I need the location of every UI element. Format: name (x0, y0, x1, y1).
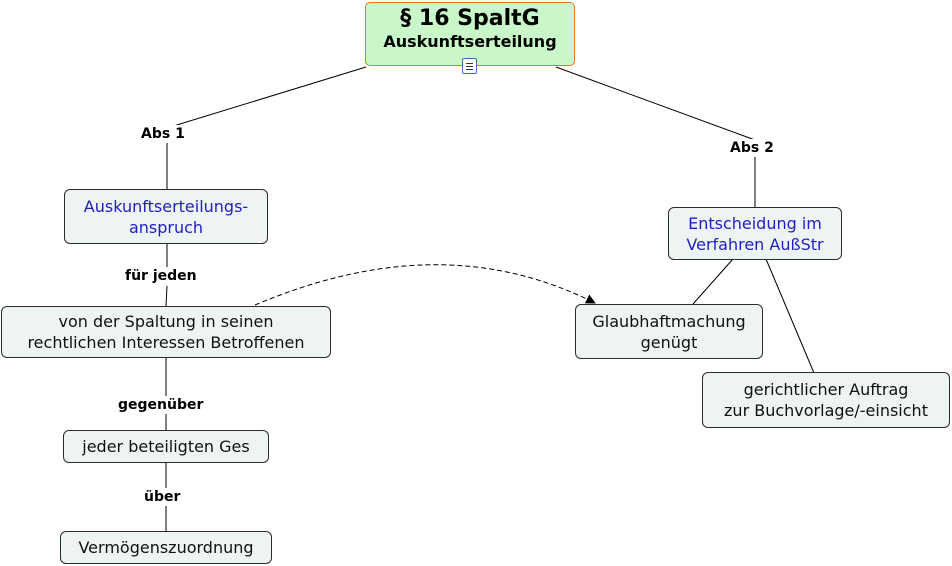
line-root-abs2 (555, 66, 756, 141)
node-gerichtlicher-auftrag[interactable]: gerichtlicher Auftrag zur Buchvorlage/-e… (702, 372, 950, 428)
node-vermoegenszuordnung[interactable]: Vermögenszuordnung (60, 531, 272, 564)
link-label-ueber: über (142, 488, 183, 506)
node-text-line: Entscheidung im (688, 213, 822, 233)
link-label-abs2: Abs 2 (728, 139, 776, 157)
line-fuerjeden-betroffene (165, 285, 168, 307)
root-node[interactable]: § 16 SpaltG Auskunftserteilung (365, 2, 575, 66)
node-auskunftserteilungsanspruch[interactable]: Auskunftserteilungs- anspruch (64, 189, 268, 244)
node-betroffene[interactable]: von der Spaltung in seinen rechtlichen I… (1, 306, 331, 358)
node-text-line: Vermögenszuordnung (78, 538, 254, 557)
node-text-line: zur Buchvorlage/-einsicht (724, 401, 928, 420)
node-text-line: jeder beteiligten Ges (82, 437, 250, 456)
link-label-fuer-jeden: für jeden (123, 267, 199, 285)
root-title: § 16 SpaltG (400, 6, 540, 31)
link-label-abs1: Abs 1 (139, 125, 187, 143)
dashed-link-betroffene-glaubhaft (254, 264, 596, 306)
node-text-line: genügt (640, 332, 698, 352)
line-root-abs1 (166, 66, 367, 129)
line-entscheidung-auftrag (765, 258, 815, 374)
node-text-line: Glaubhaftmachung (592, 311, 746, 331)
node-text-line: gerichtlicher Auftrag (743, 380, 909, 399)
node-entscheidung[interactable]: Entscheidung im Verfahren AußStr (668, 207, 842, 260)
node-text-line: Verfahren AußStr (686, 234, 824, 254)
node-text-line: von der Spaltung in seinen (58, 312, 274, 331)
node-text-line: rechtlichen Interessen Betroffenen (27, 333, 305, 352)
node-text-line: Auskunftserteilungs- (83, 196, 249, 216)
root-subtitle: Auskunftserteilung (383, 32, 557, 51)
link-label-gegenueber: gegenüber (116, 396, 206, 414)
node-glaubhaftmachung[interactable]: Glaubhaftmachung genügt (575, 304, 763, 359)
document-icon[interactable] (462, 58, 477, 74)
node-jeder-beteiligten-ges[interactable]: jeder beteiligten Ges (63, 430, 269, 463)
node-text-line: anspruch (128, 217, 204, 237)
line-entscheidung-glaubhaft (692, 258, 734, 305)
